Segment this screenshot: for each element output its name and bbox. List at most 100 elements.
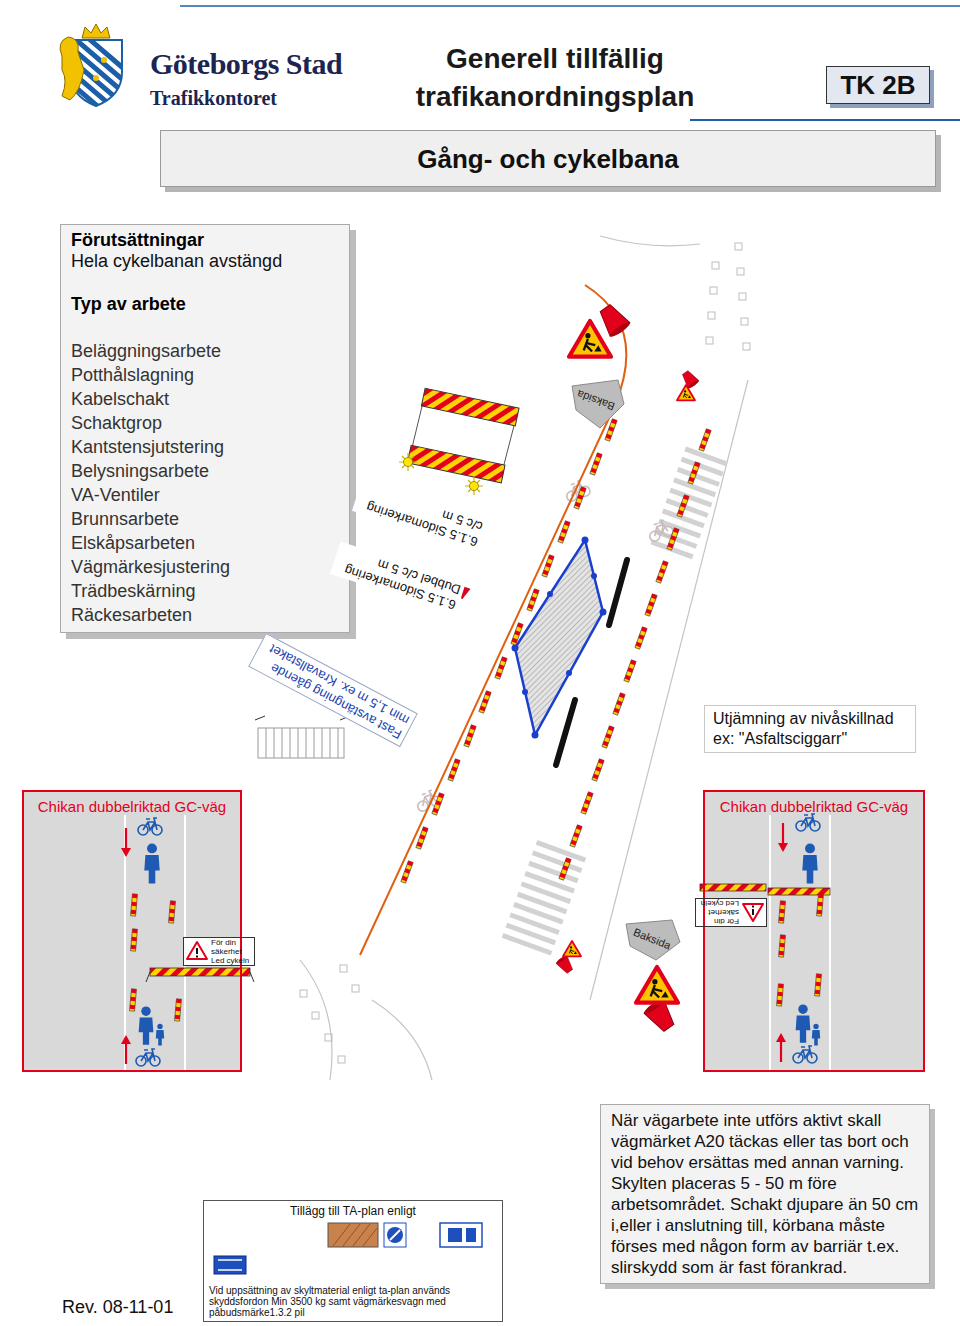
sign-base: [680, 369, 700, 390]
chicane-right-content: [793, 1046, 817, 1063]
delineator-post: [635, 627, 647, 649]
chicane-panel-ground: [829, 815, 831, 1070]
work-zone: [532, 732, 539, 739]
delineator-post: [416, 827, 428, 849]
crossing-stripes: [502, 840, 586, 956]
kerb-mark: [706, 337, 713, 344]
chicane-right-content: [695, 898, 767, 926]
addition-icons: [440, 1223, 482, 1247]
road-edge: [300, 960, 332, 1080]
chicane-right-content: [815, 974, 822, 996]
chicane-left-content: [169, 901, 176, 923]
delineator-post: [401, 861, 413, 883]
kerb-mark: [352, 985, 359, 992]
addition-icons: [328, 1223, 378, 1247]
kerb-mark: [743, 343, 750, 350]
delineator-post: [495, 657, 507, 679]
label-holder: 6.1.5 Sidomarkering Dubbel c/c 5 m: [330, 541, 466, 614]
work-type-item: Kabelschakt: [71, 387, 339, 411]
chicane-right-content: [812, 1024, 820, 1046]
chicane-right-content: [743, 904, 763, 921]
chicane-panel: Chikan dubbelriktad GC-vägFör din säkerh…: [703, 790, 925, 1072]
chicane-right-content: [777, 984, 784, 1006]
work-type-item: Beläggningsarbete: [71, 339, 339, 363]
city-logo: [60, 14, 130, 134]
kerb-mark: [300, 243, 750, 1063]
chicane-left-content: [183, 937, 255, 965]
work-type-item: Kantstensjutstering: [71, 435, 339, 459]
city-logo: [82, 24, 110, 38]
marking-note: 6.1.5 Sidomarkering c/c 5 m: [352, 478, 488, 551]
revision-label: Rev. 08-11-01: [62, 1296, 173, 1318]
chicane-right-content: [796, 814, 820, 831]
delineator-post: [656, 561, 668, 583]
header-rule: [690, 119, 960, 121]
chicane-right-content: [776, 1033, 786, 1062]
label-holder: Trafikkontoret: [150, 86, 277, 110]
barrier-board: [421, 388, 519, 426]
chicane-right-content: [796, 1004, 811, 1042]
sign-base: [555, 955, 575, 976]
chicane-left-content: [146, 972, 150, 982]
addition-icons: [214, 1223, 482, 1274]
delineator-post: [667, 528, 679, 550]
level-ramp: [556, 700, 575, 765]
delineator-post: [542, 555, 554, 577]
barrier-board: [399, 388, 519, 495]
addition-box: Tillägg till TA-plan enligtVid uppsättni…: [203, 1200, 503, 1322]
addition-icons: [214, 1256, 246, 1274]
marking-note: 6.1.5 Sidomarkering Dubbel c/c 5 m: [330, 541, 466, 614]
work-zone: [515, 540, 603, 735]
guide-line: [360, 285, 626, 955]
label-holder: Göteborgs Stad: [150, 47, 342, 81]
chicane-panel-ground: [703, 790, 925, 1072]
title-holder: Generell tillfällig trafikanordningsplan: [385, 40, 725, 116]
chicane-right-content: [778, 823, 788, 852]
addition-icons: [384, 1223, 406, 1247]
kerb-mark: [737, 268, 744, 275]
chicane-left-content: [150, 968, 250, 976]
conditions-box: FörutsättningarHela cykelbanan avstängdT…: [60, 224, 350, 633]
chicane-left-content: [138, 818, 162, 835]
crossing-stripes: [502, 446, 728, 955]
delineator-post: [558, 521, 570, 543]
work-type-item: Brunnsarbete: [71, 507, 339, 531]
addition-icons: [333, 1224, 377, 1246]
delineator-post: [699, 429, 711, 451]
work-type-item: Vägmärkesjustering: [71, 555, 339, 579]
department-name: Trafikkontoret: [150, 86, 277, 110]
chicane-right-content: [802, 843, 817, 883]
remark-box: Utjämning av nivåskillnad ex: "Asfaltsci…: [704, 705, 916, 753]
chicane-panel-ground: [22, 790, 925, 1072]
chicane-left-content: [121, 818, 255, 1066]
barrier-board: [407, 445, 505, 483]
work-zone: [600, 609, 607, 616]
remark-text: Utjämning av nivåskillnad ex: "Asfaltsci…: [713, 709, 907, 749]
city-logo: [93, 75, 99, 81]
work-zone: [512, 537, 607, 739]
work-type-item: Belysningsarbete: [71, 459, 339, 483]
addition-icons: [466, 1228, 476, 1242]
kerb-mark: [712, 262, 719, 269]
delineator-post: [624, 660, 636, 682]
plan-title: Generell tillfällig trafikanordningsplan: [385, 40, 725, 116]
delineator-post: [592, 759, 604, 781]
sheet-code-box: TK 2B: [826, 66, 930, 104]
panel-heading: Chikan dubbelriktad GC-väg: [707, 798, 921, 816]
delineator-post: [401, 419, 711, 883]
chicane-left-content: [144, 843, 159, 883]
delineator-post: [559, 858, 571, 880]
road-edge: [300, 236, 748, 1080]
work-type-item: Trädbeskärning: [71, 579, 339, 603]
addition-icons: [448, 1228, 462, 1242]
chicane-panel-ground: [769, 815, 771, 1070]
addition-icons: [218, 1260, 242, 1270]
chicane-right-content: [700, 884, 766, 891]
crossing-stripes: [684, 446, 727, 466]
delineator-post: [602, 726, 614, 748]
sign-base: [555, 301, 700, 1034]
delineator-post: [677, 495, 689, 517]
fence: [255, 716, 350, 720]
section-heading: Typ av arbete: [71, 293, 339, 315]
